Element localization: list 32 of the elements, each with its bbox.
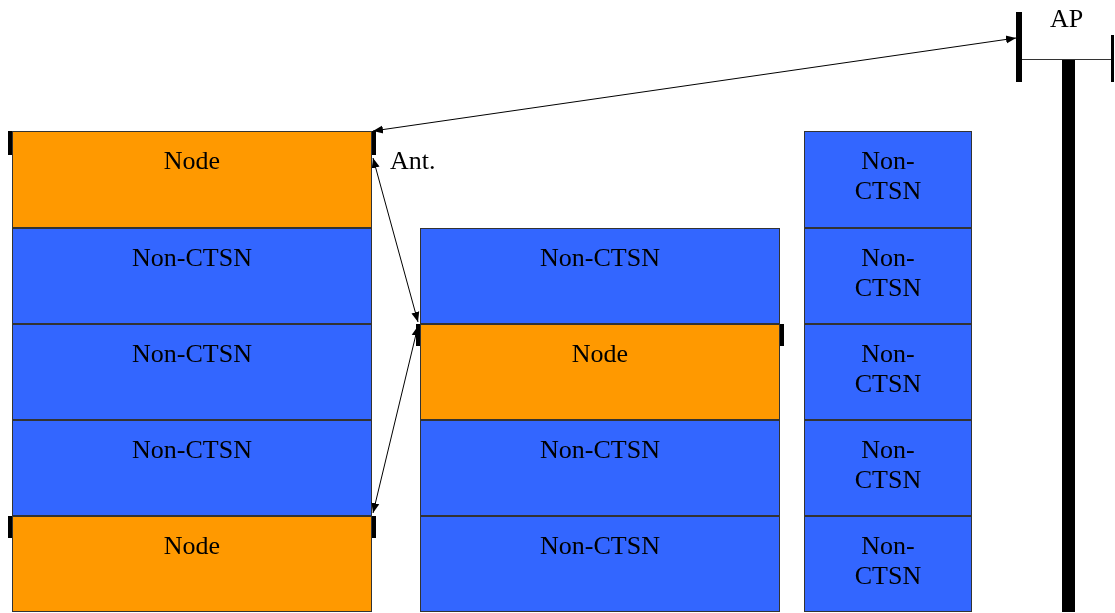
floor-label: Non-CTSN [132, 435, 252, 465]
floor-label: Non-CTSN [132, 243, 252, 273]
floor-label: Non-CTSN [853, 146, 923, 206]
floor-box [12, 324, 372, 420]
floor-label: Non-CTSN [540, 531, 660, 561]
node-floor [12, 131, 372, 228]
arrow [371, 157, 420, 323]
floor-box [420, 516, 780, 612]
floor-box [420, 420, 780, 516]
node-floor [420, 324, 780, 420]
floor-box [804, 516, 972, 612]
floor-box [804, 324, 972, 420]
arrow [372, 35, 1017, 134]
floor-box [804, 420, 972, 516]
floor-label: Non-CTSN [853, 531, 923, 591]
floor-label: Node [163, 531, 221, 561]
floor-label: Non-CTSN [853, 435, 923, 495]
floor-label: Non-CTSN [540, 435, 660, 465]
access-point-label: AP [1049, 4, 1084, 34]
floor-label: Non-CTSN [132, 339, 252, 369]
floor-box [420, 228, 780, 324]
floor-box [804, 131, 972, 228]
floor-label: Node [163, 146, 221, 176]
floor-box [12, 420, 372, 516]
floor-label: Non-CTSN [540, 243, 660, 273]
floor-label: Non-CTSN [853, 243, 923, 303]
floor-label: Non-CTSN [853, 339, 923, 399]
floor-box [12, 228, 372, 324]
floor-label: Node [571, 339, 629, 369]
floor-box [804, 228, 972, 324]
node-floor [12, 516, 372, 612]
antenna-label: Ant. [390, 146, 436, 176]
